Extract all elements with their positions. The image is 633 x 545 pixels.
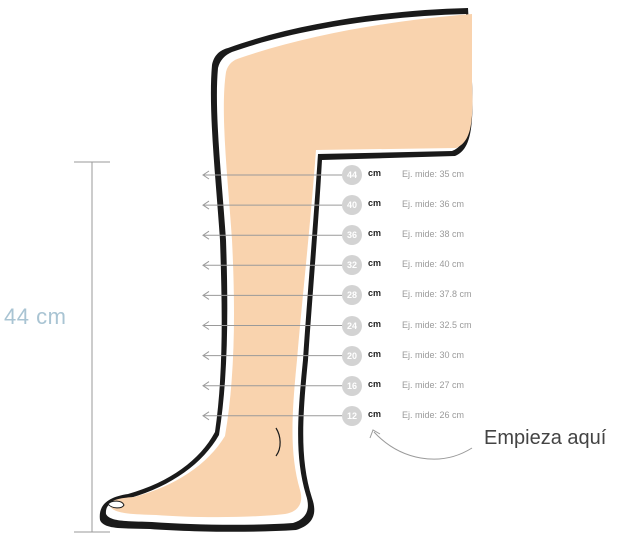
example-measurement: Ej. mide: 35 cm xyxy=(402,169,465,179)
height-badge: 36 xyxy=(342,225,362,246)
unit-label: cm xyxy=(368,198,382,209)
unit-label: cm xyxy=(368,408,382,419)
measurement-row: 24 cm Ej. mide: 32.5 cm xyxy=(0,315,633,336)
example-measurement: Ej. mide: 37.8 cm xyxy=(402,289,472,300)
guide-arrowhead xyxy=(202,260,210,270)
measurement-row: 36 cm Ej. mide: 38 cm xyxy=(0,225,633,246)
measurement-row: 12 cm Ej. mide: 26 cm xyxy=(0,405,633,426)
example-measurement: Ej. mide: 27 cm xyxy=(402,379,465,390)
guide-arrowhead xyxy=(202,381,210,391)
measurement-row: 40 cm Ej. mide: 36 cm xyxy=(0,195,633,216)
height-badge: 16 xyxy=(342,375,362,396)
example-measurement: Ej. mide: 32.5 cm xyxy=(402,319,472,330)
start-arrow xyxy=(373,431,473,460)
measurement-row: 16 cm Ej. mide: 27 cm xyxy=(0,375,633,396)
guide-arrowhead xyxy=(202,321,210,330)
total-height-label: 44 cm xyxy=(4,304,67,329)
height-badge: 44 xyxy=(342,165,362,185)
height-badge: 12 xyxy=(342,405,362,426)
height-badge: 40 xyxy=(342,195,362,216)
example-measurement: Ej. mide: 36 cm xyxy=(402,199,465,210)
measurement-row: 44 cm Ej. mide: 35 cm xyxy=(0,165,633,185)
height-badge: 24 xyxy=(342,315,362,336)
height-badge: 20 xyxy=(342,345,362,366)
example-measurement: Ej. mide: 26 cm xyxy=(402,409,465,420)
unit-label: cm xyxy=(368,228,382,239)
example-measurement: Ej. mide: 38 cm xyxy=(402,229,465,240)
height-badge: 28 xyxy=(342,285,362,306)
height-badge: 32 xyxy=(342,255,362,276)
unit-label: cm xyxy=(368,318,382,329)
unit-label: cm xyxy=(368,258,382,269)
guide-arrowhead xyxy=(202,200,210,210)
guide-arrowhead xyxy=(202,170,210,180)
example-measurement: Ej. mide: 30 cm xyxy=(402,349,465,360)
start-here-label: Empieza aquí xyxy=(484,427,607,449)
measurement-row: 20 cm Ej. mide: 30 cm xyxy=(0,345,633,366)
unit-label: cm xyxy=(368,168,382,178)
guide-arrowhead xyxy=(202,290,210,300)
guide-arrowhead xyxy=(202,351,210,361)
unit-label: cm xyxy=(368,348,382,359)
unit-label: cm xyxy=(368,378,382,389)
measurement-row: 32 cm Ej. mide: 40 cm xyxy=(0,255,633,276)
toe-nail xyxy=(107,500,125,509)
guide-arrowhead xyxy=(202,411,210,421)
example-measurement: Ej. mide: 40 cm xyxy=(402,259,465,270)
guide-arrowhead xyxy=(202,230,210,240)
unit-label: cm xyxy=(368,288,382,299)
ankle-crease xyxy=(275,427,281,457)
start-arrowhead xyxy=(369,429,381,439)
measurement-row: 28 cm Ej. mide: 37.8 cm xyxy=(0,285,633,306)
